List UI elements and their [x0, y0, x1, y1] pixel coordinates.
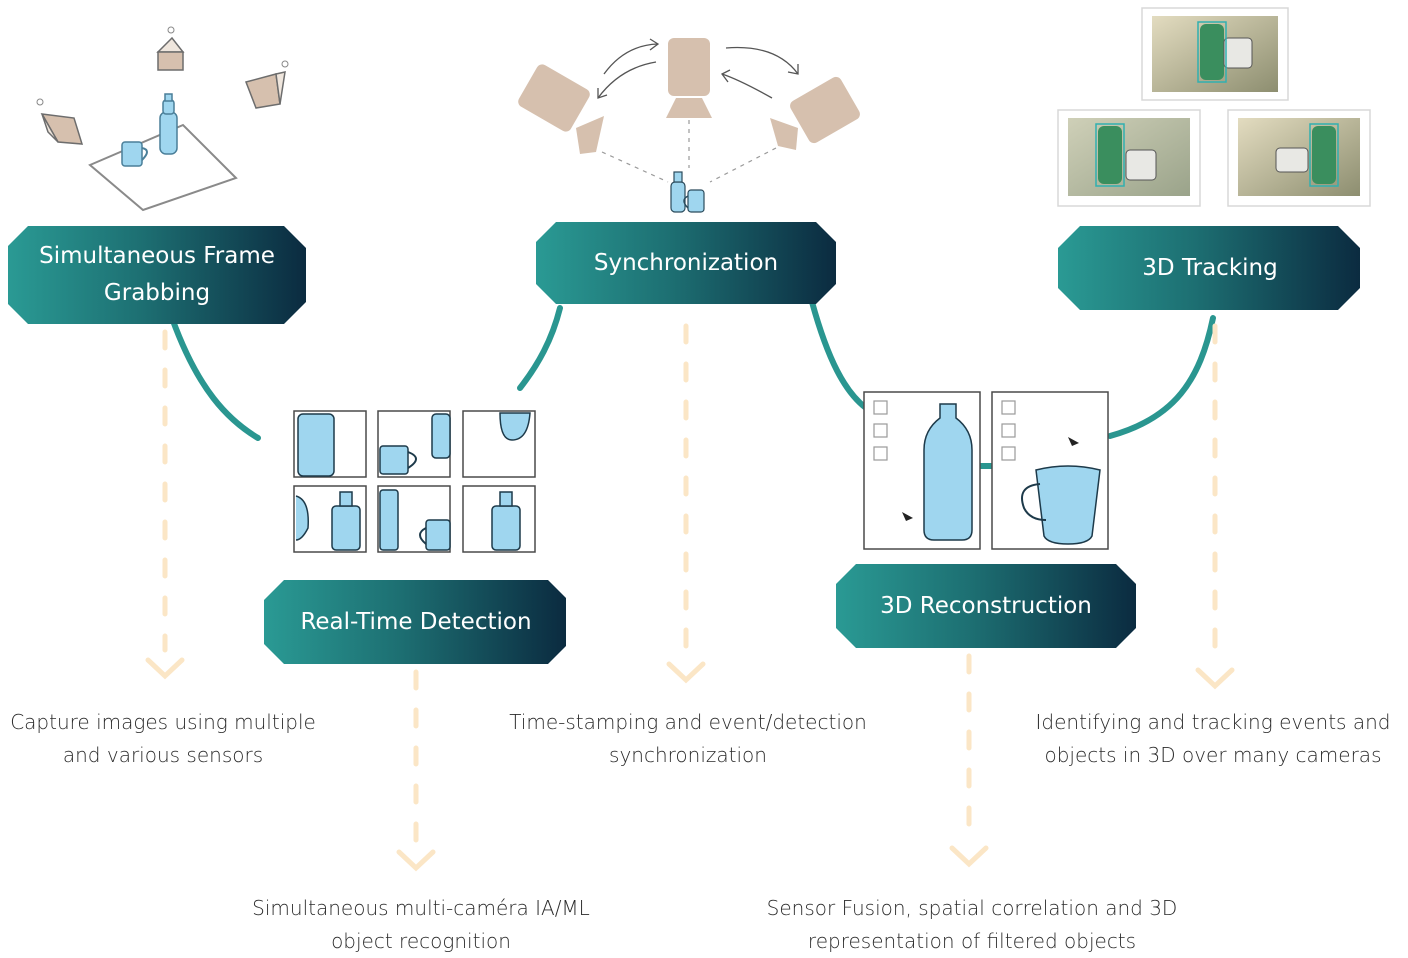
- dashed-arrow-step4: [949, 653, 989, 868]
- step-title-tracking: 3D Tracking: [1142, 254, 1278, 281]
- flow-curve: [169, 299, 1216, 441]
- step-description-synchronization: Time-stamping and event/detection synchr…: [509, 710, 867, 767]
- camera-rig-icon: [36, 26, 289, 212]
- dashed-arrow-step3: [666, 323, 706, 684]
- step-description-tracking: Identifying and tracking events and obje…: [1035, 710, 1391, 767]
- step-description-frame-grabbing: Capture images using multiple and variou…: [10, 710, 316, 767]
- reconstruction-panels-icon: [863, 391, 1109, 550]
- dashed-arrow-step1: [145, 329, 185, 680]
- step-badge-2: [264, 580, 566, 664]
- step-description-detection: Simultaneous multi-caméra IA/ML object r…: [252, 896, 590, 953]
- step-badge-1: [8, 226, 306, 324]
- step-description-reconstruction: Sensor Fusion, spatial correlation and 3…: [766, 896, 1178, 953]
- dashed-arrow-step2: [396, 669, 436, 872]
- tracking-photos-icon: [1057, 7, 1371, 207]
- detection-grid-icon: [293, 410, 536, 553]
- step-badge-3: [536, 222, 836, 304]
- step-title-reconstruction: 3D Reconstruction: [880, 592, 1092, 619]
- step-title-synchronization: Synchronization: [593, 249, 779, 276]
- step-badge-4: [836, 564, 1136, 648]
- dashed-arrow-step5: [1195, 323, 1235, 690]
- camera-sync-icon: [518, 38, 860, 213]
- step-title-detection: Real-Time Detection: [300, 608, 532, 635]
- step-badge-5: [1058, 226, 1360, 310]
- step-title-frame-grabbing: Simultaneous Frame Grabbing: [39, 243, 275, 306]
